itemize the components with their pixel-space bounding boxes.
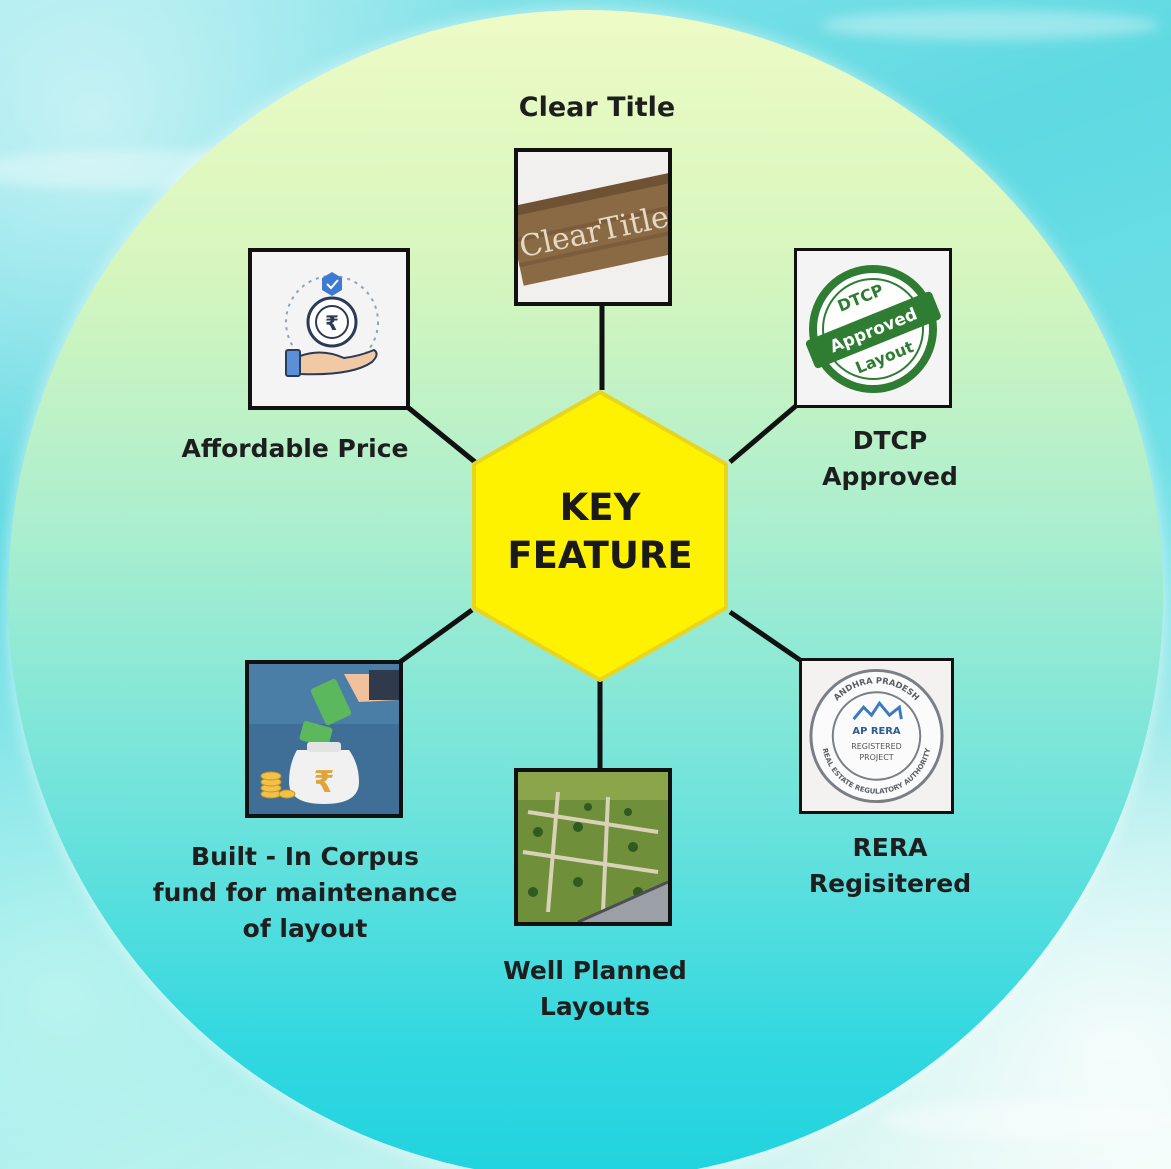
svg-text:₹: ₹: [325, 311, 339, 335]
connector-rera: [728, 609, 802, 663]
affordable-price-image: ₹: [248, 248, 410, 410]
dtcp-approved-label: DTCP Approved: [790, 423, 990, 495]
affordable-price-label: Affordable Price: [181, 434, 409, 463]
dtcp-approved-image: Approved DTCP Layout: [794, 248, 952, 408]
key-feature-line2: FEATURE: [507, 534, 693, 577]
layouts-label-line1: Well Planned: [503, 956, 687, 985]
dtcp-label-line1: DTCP: [852, 426, 928, 455]
connector-dtcp: [728, 403, 799, 464]
aerial-layout-icon: [518, 772, 668, 922]
corpus-fund-label: Built - In Corpus fund for maintenance o…: [125, 839, 485, 947]
rera-registered-label: RERA Regisitered: [785, 830, 995, 902]
rera-seal-line2: PROJECT: [859, 753, 893, 762]
rupee-hand-icon: ₹: [252, 252, 406, 406]
rera-seal-icon: ANDHRA PRADESH REAL ESTATE REGULATORY AU…: [802, 661, 951, 811]
connector-affordable-price: [403, 403, 477, 464]
wooden-sign-icon: ClearTitle: [518, 152, 668, 302]
rera-seal-title: AP RERA: [852, 726, 900, 737]
key-feature-title: KEY FEATURE: [468, 484, 732, 580]
rera-seal-line1: REGISTERED: [851, 742, 902, 751]
background-streak: [820, 10, 1160, 40]
corpus-label-line3: of layout: [242, 914, 368, 943]
corpus-label-line1: Built - In Corpus: [191, 842, 419, 871]
corpus-fund-image: ₹: [245, 660, 403, 818]
well-planned-layouts-label: Well Planned Layouts: [475, 953, 715, 1025]
rera-label-line2: Regisitered: [808, 869, 972, 898]
rera-registered-image: ANDHRA PRADESH REAL ESTATE REGULATORY AU…: [799, 658, 954, 814]
connector-corpus: [398, 607, 474, 665]
svg-text:₹: ₹: [314, 765, 335, 800]
background-streak: [880, 1100, 1171, 1140]
corpus-label-line2: fund for maintenance: [152, 878, 458, 907]
clear-title-image: ClearTitle: [514, 148, 672, 306]
dtcp-label-line2: Approved: [822, 462, 958, 491]
key-feature-line1: KEY: [559, 486, 641, 529]
well-planned-layouts-image: [514, 768, 672, 926]
rera-label-line1: RERA: [852, 833, 928, 862]
money-bag-icon: ₹: [249, 664, 399, 814]
approval-stamp-icon: Approved DTCP Layout: [797, 251, 949, 405]
layouts-label-line2: Layouts: [539, 992, 651, 1021]
key-feature-hexagon: KEY FEATURE: [468, 388, 732, 684]
clear-title-label: Clear Title: [518, 92, 676, 123]
